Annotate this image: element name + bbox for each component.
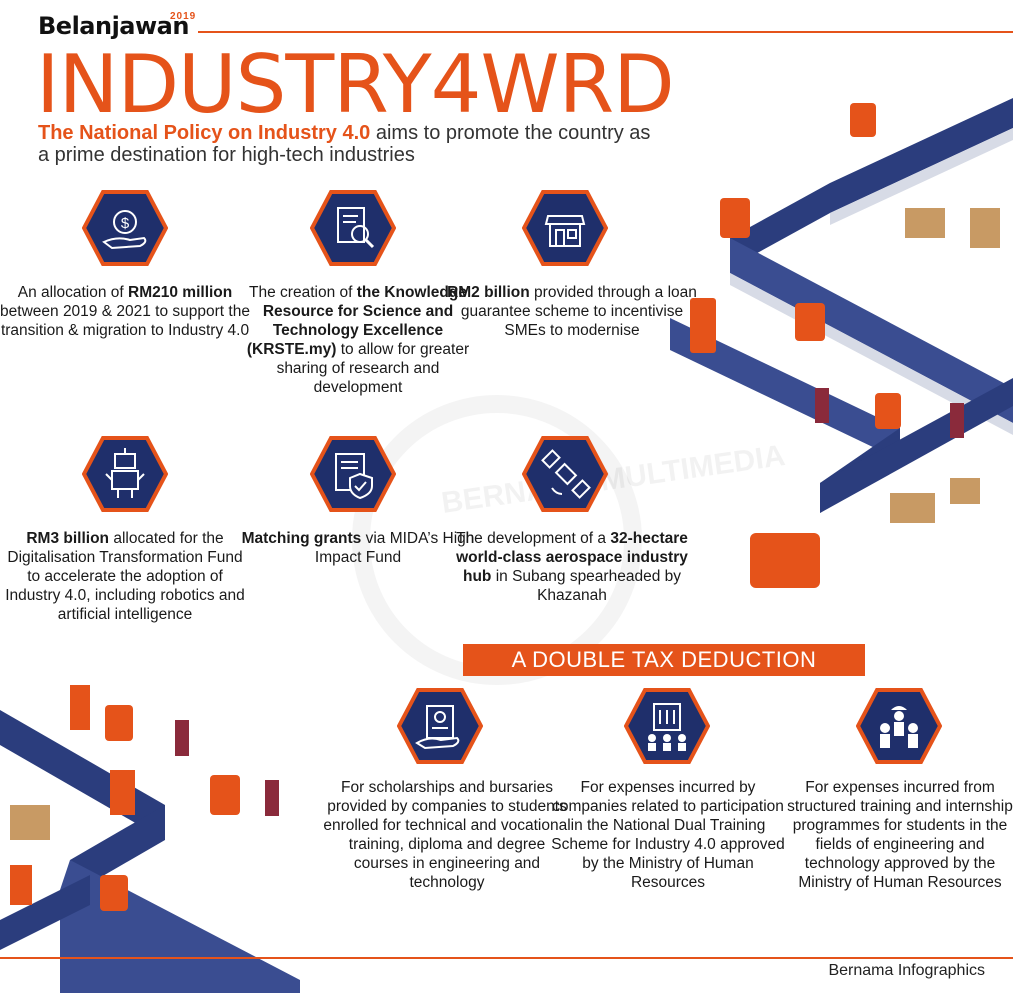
cardboard-boxes [890, 208, 1000, 523]
conveyor-belt [670, 98, 1013, 513]
initiative-text-part: RM2 billion [447, 284, 530, 301]
initiative-text-part: provided through a loan guarantee scheme… [460, 284, 697, 339]
shop-icon [521, 190, 609, 266]
intro-text: The National Policy on Industry 4.0 aims… [38, 122, 658, 166]
initiative-text-part: in Subang spearheaded by Khazanah [491, 568, 681, 604]
initiative-text: Matching grants via MIDA’s High Impact F… [233, 529, 483, 567]
header-rule [198, 31, 1013, 33]
credit-text: Bernama Infographics [828, 962, 985, 979]
initiative-text-part: the Knowledge Resource for Science and T… [246, 284, 467, 358]
workers [815, 388, 964, 438]
initiative-text: An allocation of RM210 million between 2… [0, 283, 250, 340]
page-title: INDUSTRY4WRD [36, 38, 675, 131]
svg-text:$: $ [121, 215, 130, 232]
factory-illustration-bottom [0, 685, 300, 993]
robot-arms [690, 103, 901, 588]
tax-deduction-text: For scholarships and bursaries provided … [323, 779, 571, 891]
brand-logo: Belanjawan [38, 12, 189, 40]
robot-icon [81, 436, 169, 512]
intro-highlight: The National Policy on Industry 4.0 [38, 122, 371, 144]
document-search-icon [309, 190, 397, 266]
initiative-text: The development of a 32-hectare world-cl… [447, 529, 697, 605]
scholarship-card-icon [396, 688, 484, 764]
initiative-text-part: between 2019 & 2021 to support the trans… [0, 303, 250, 339]
initiative-text-part: The development of a [456, 530, 611, 547]
initiative-text-part: via MIDA’s High Impact Fund [314, 530, 475, 566]
factory-illustration-top [670, 98, 1013, 588]
initiative-text-part: RM210 million [128, 284, 233, 301]
initiative-text-part: 32-hectare world-class aerospace industr… [456, 530, 688, 585]
money-hand-icon: $ [81, 190, 169, 266]
initiative-text-part: Matching grants [241, 530, 362, 547]
initiative-text: RM2 billion provided through a loan guar… [447, 283, 697, 340]
footer-rule [0, 957, 1013, 959]
tax-deduction-text: For expenses incurred by companies relat… [551, 779, 785, 891]
initiative-text: The creation of the Knowledge Resource f… [233, 283, 483, 397]
brand-year: 2019 [170, 11, 197, 22]
initiative-text: RM3 billion allocated for the Digitalisa… [0, 529, 250, 624]
satellite-icon [521, 436, 609, 512]
initiative-text-part: RM3 billion [26, 530, 110, 547]
shield-document-icon [309, 436, 397, 512]
initiative-text-part: allocated for the Digitalisation Transfo… [5, 530, 245, 623]
company-building-icon [623, 688, 711, 764]
tax-deduction-text: For expenses incurred from structured tr… [787, 779, 1013, 891]
intro-rest: aims to promote the country as a prime d… [38, 122, 651, 166]
initiative-text-part: to allow for greater sharing of research… [276, 341, 470, 396]
initiative-text-part: An allocation of [17, 284, 129, 301]
double-tax-banner: A DOUBLE TAX DEDUCTION [463, 644, 865, 676]
initiative-text-part: The creation of [249, 284, 357, 301]
trainees-group-icon [855, 688, 943, 764]
